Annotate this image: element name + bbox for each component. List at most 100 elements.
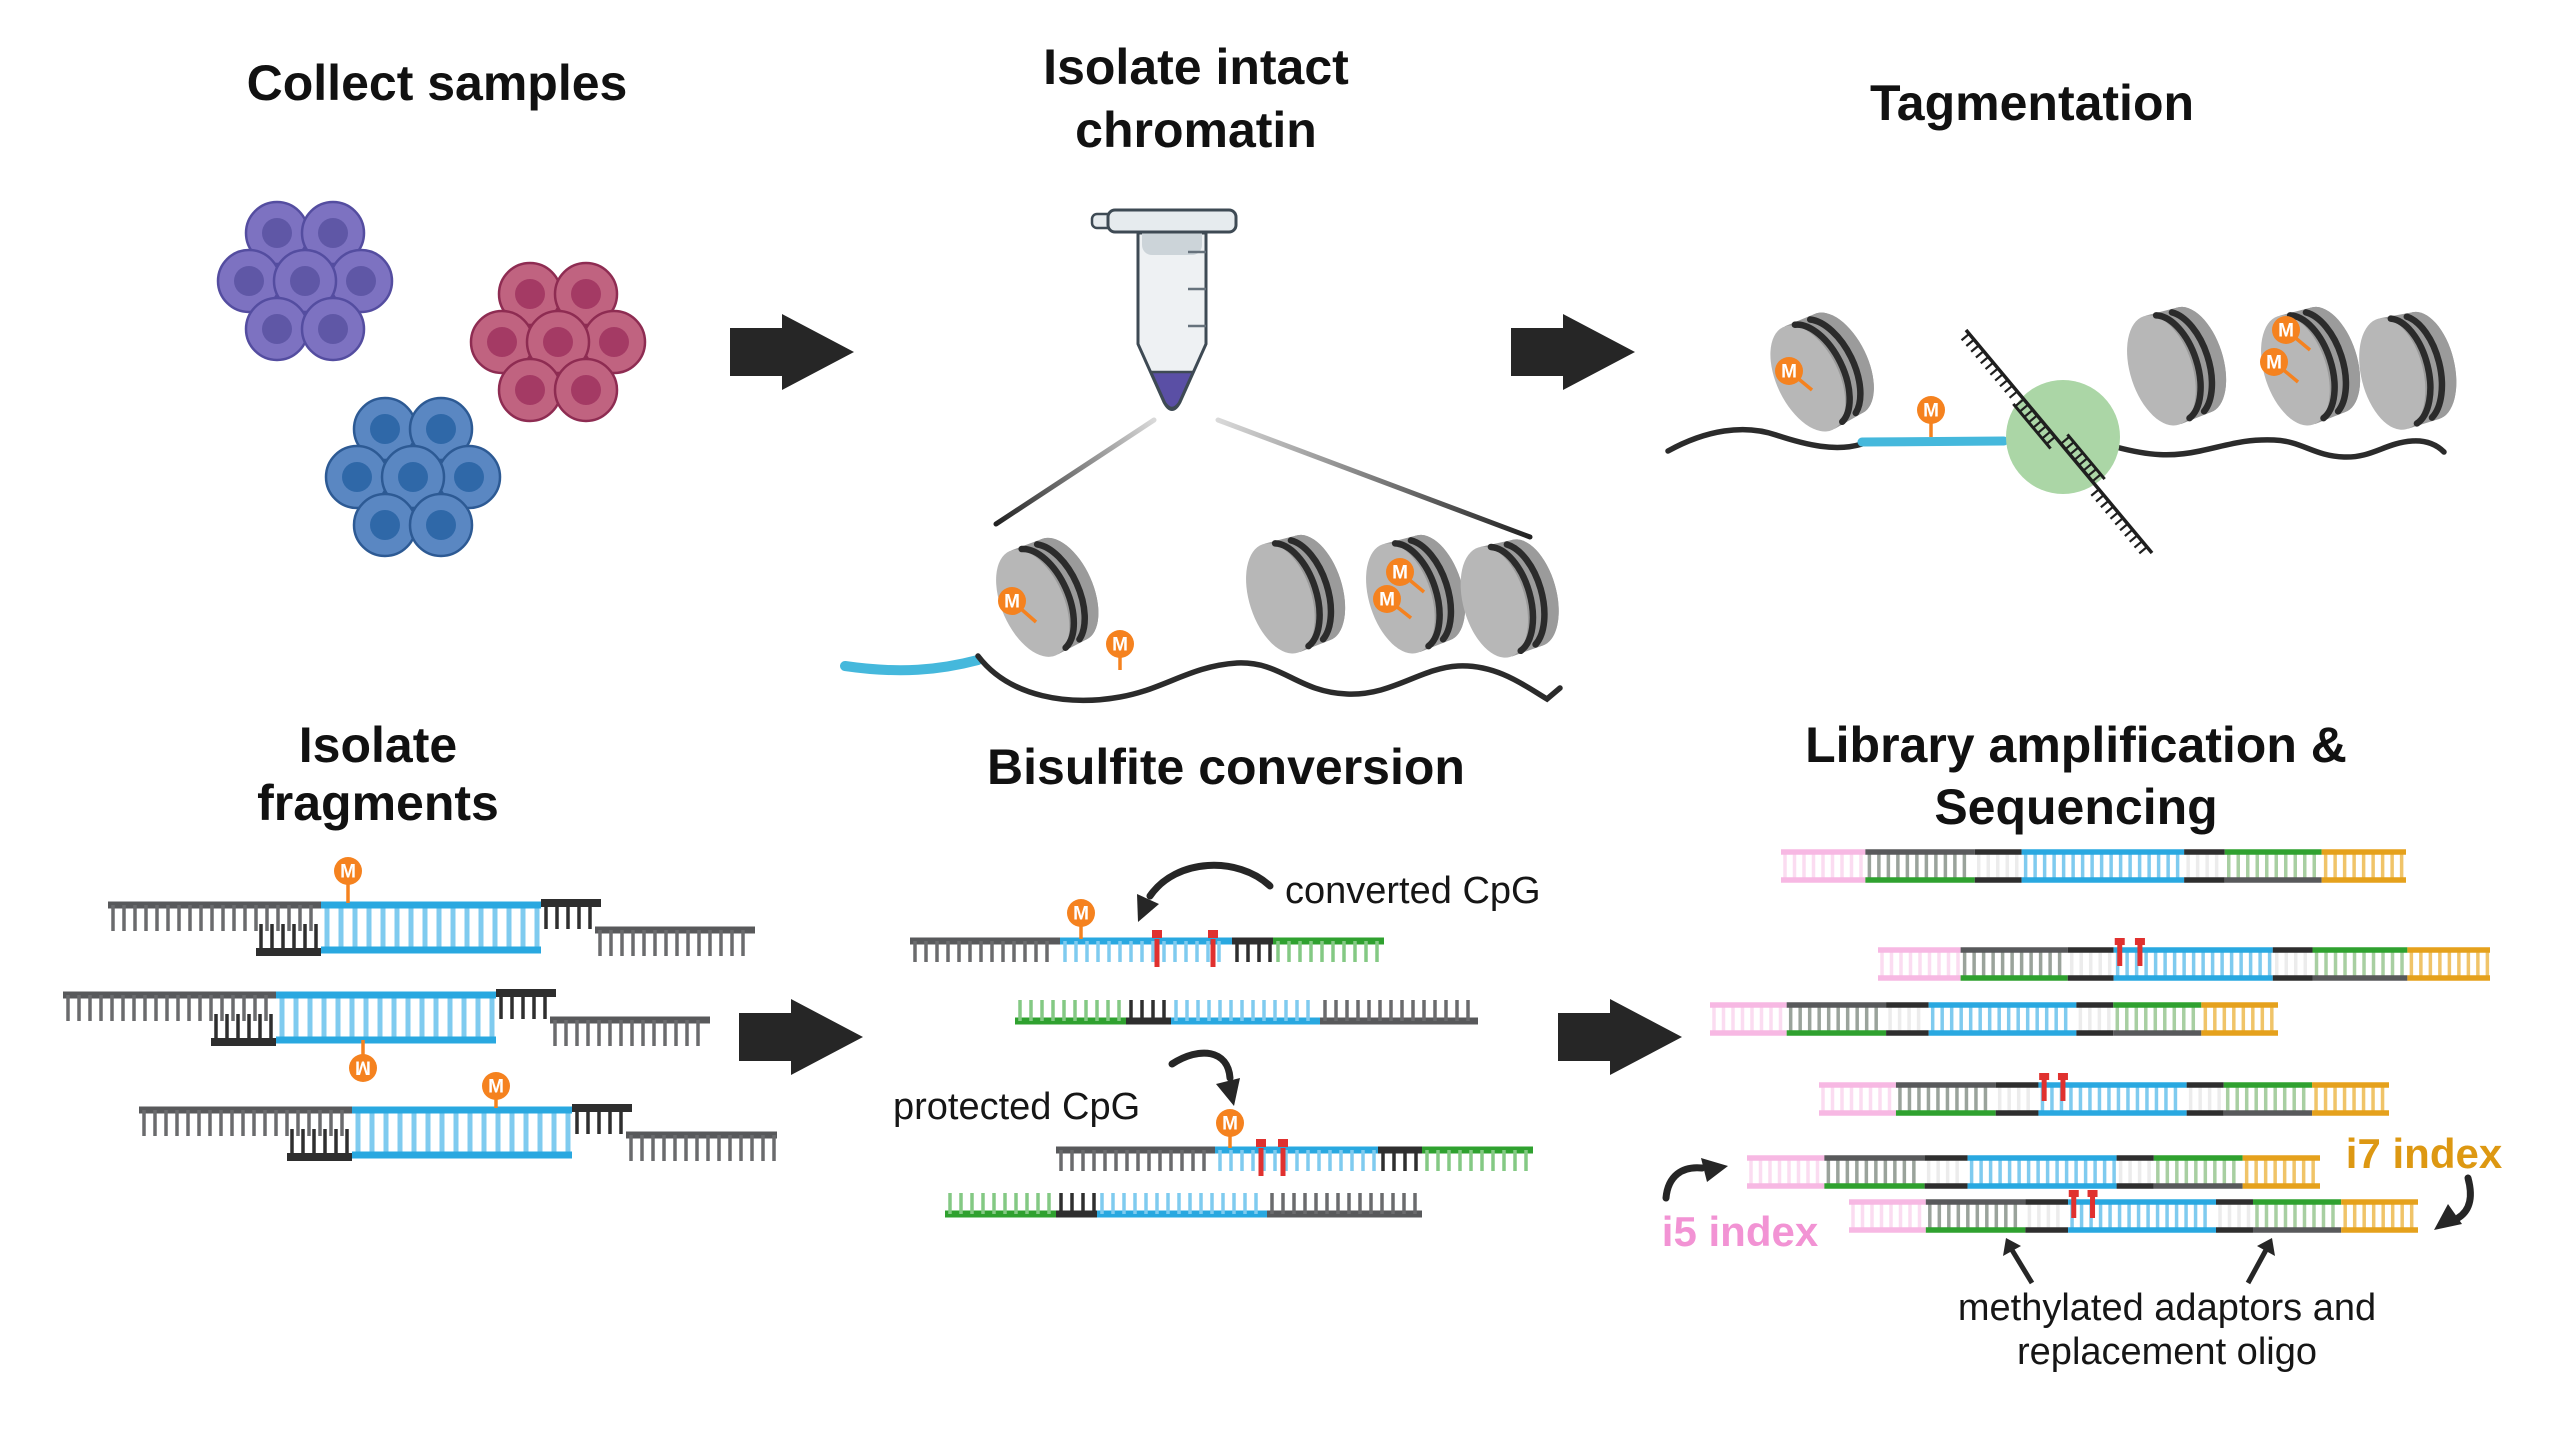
library-molecule xyxy=(1747,1155,2320,1189)
cell xyxy=(244,296,310,362)
methylation-mark-icon: M xyxy=(1216,1109,1244,1148)
label-protected-cpg: protected CpG xyxy=(893,1086,1141,1128)
microcentrifuge-tube xyxy=(993,208,1533,540)
dna-fragment xyxy=(321,901,541,954)
converted-cpg-site xyxy=(1256,1139,1266,1176)
methylated-adaptor-arrow-right xyxy=(2245,1238,2275,1285)
library-molecule xyxy=(1710,1002,2278,1036)
methylation-mark-icon: M xyxy=(482,1072,510,1108)
methylation-mark-icon: M xyxy=(1067,899,1095,939)
converted-cpg-site xyxy=(1208,930,1218,967)
chromatin-string xyxy=(840,653,1563,704)
cell xyxy=(300,200,366,266)
adaptor-dark-right xyxy=(496,989,556,1019)
title-line: Isolate intact xyxy=(1043,39,1349,95)
cell xyxy=(300,296,366,362)
adaptor-gray-right xyxy=(550,1016,710,1046)
methylated-insert-duplex xyxy=(276,991,496,1044)
converted-cpg-arrow xyxy=(1137,861,1274,922)
methylation-mark-icon: M xyxy=(998,587,1038,624)
title-line: chromatin xyxy=(1075,102,1317,158)
i7-index-arrow xyxy=(2434,1174,2474,1230)
cell xyxy=(352,396,418,462)
library-molecule xyxy=(1878,938,2490,981)
m-letter: M xyxy=(1112,635,1128,656)
m-letter: M xyxy=(2266,353,2282,374)
methylation-mark-icon: M xyxy=(334,857,362,903)
adaptor-dark-left xyxy=(211,1014,276,1046)
m-letter: M xyxy=(1004,592,1020,613)
cell-cluster-blue xyxy=(324,396,502,558)
nucleosome xyxy=(2359,311,2457,430)
m-letter: M xyxy=(1923,401,1939,422)
protected-cpg-arrow xyxy=(1168,1049,1240,1106)
title-bisulfite-conversion: Bisulfite conversion xyxy=(987,739,1465,795)
methylation-mark-icon: M xyxy=(1106,630,1134,670)
adaptor-dark-right xyxy=(541,899,601,929)
dna-fragment xyxy=(352,1106,572,1159)
methylation-mark-icon: M xyxy=(2272,316,2312,352)
nucleosome xyxy=(2127,306,2227,426)
library-molecule xyxy=(1781,849,2406,883)
dna-fragment xyxy=(276,991,496,1044)
cell-cluster-red xyxy=(469,261,647,423)
nucleosome xyxy=(1460,539,1559,658)
title-collect-samples: Collect samples xyxy=(246,55,628,111)
m-letter: M xyxy=(1379,590,1395,611)
cell xyxy=(581,309,647,375)
protected-strand-bottom xyxy=(945,1193,1422,1218)
label-i7-index: i7 index xyxy=(2345,1130,2503,1177)
methylation-mark-icon: M xyxy=(1386,558,1426,594)
methylated-insert-duplex xyxy=(321,901,541,954)
methylated-insert-duplex xyxy=(352,1106,572,1159)
adaptor-gray-left xyxy=(63,991,276,1021)
adaptor-gray-left xyxy=(108,901,321,931)
cell xyxy=(469,309,535,375)
flow-arrow-icon xyxy=(739,999,863,1075)
m-letter: M xyxy=(1073,904,1089,925)
transposase-adaptor-dna xyxy=(1960,328,2154,555)
cell xyxy=(352,492,418,558)
label-methylated-adaptors: methylated adaptors and replacement olig… xyxy=(1958,1286,2376,1374)
title-tagmentation: Tagmentation xyxy=(1869,75,2195,131)
m-letter: M xyxy=(340,862,356,883)
cell xyxy=(380,444,446,510)
cell xyxy=(553,261,619,327)
nucleosome xyxy=(2261,306,2361,426)
library-molecule xyxy=(1849,1190,2418,1233)
adaptor-dark-left xyxy=(287,1129,352,1161)
m-letter: M xyxy=(355,1056,371,1077)
flow-arrow-icon xyxy=(1558,999,1682,1075)
cell xyxy=(436,444,502,510)
adaptor-gray-right xyxy=(595,926,755,956)
nucleosome xyxy=(1366,534,1466,654)
cell xyxy=(525,309,591,375)
flow-arrow-icon xyxy=(1511,314,1635,390)
title-line: Isolate xyxy=(298,717,458,773)
adaptor-gray-right xyxy=(626,1131,777,1161)
nucleosome xyxy=(996,537,1099,657)
library-molecule xyxy=(1819,1073,2389,1116)
methylation-mark-icon: M xyxy=(1373,585,1413,620)
methylation-mark-icon: M xyxy=(1775,357,1814,392)
i5-index-arrow xyxy=(1662,1158,1728,1202)
converted-cpg-site xyxy=(1278,1139,1288,1176)
cell xyxy=(328,248,394,314)
label-converted-cpg: converted CpG xyxy=(1285,870,1541,912)
methylation-mark-icon: M xyxy=(349,1040,377,1082)
cell xyxy=(408,492,474,558)
methylated-adaptor-arrow-left xyxy=(2003,1238,2035,1285)
nucleosome xyxy=(1246,534,1346,654)
adaptor-gray-left xyxy=(139,1106,352,1136)
cell xyxy=(497,357,563,423)
converted-strand-top xyxy=(910,937,1384,962)
cell xyxy=(216,248,282,314)
title-isolate-fragments: Isolate fragments xyxy=(257,716,499,832)
title-library-sequencing: Library amplification & Sequencing xyxy=(1805,714,2347,838)
m-letter: M xyxy=(2278,321,2294,342)
cell-cluster-purple xyxy=(216,200,394,362)
title-line: Sequencing xyxy=(1934,779,2218,835)
title-isolate-chromatin: Isolate intact chromatin xyxy=(1043,36,1349,162)
